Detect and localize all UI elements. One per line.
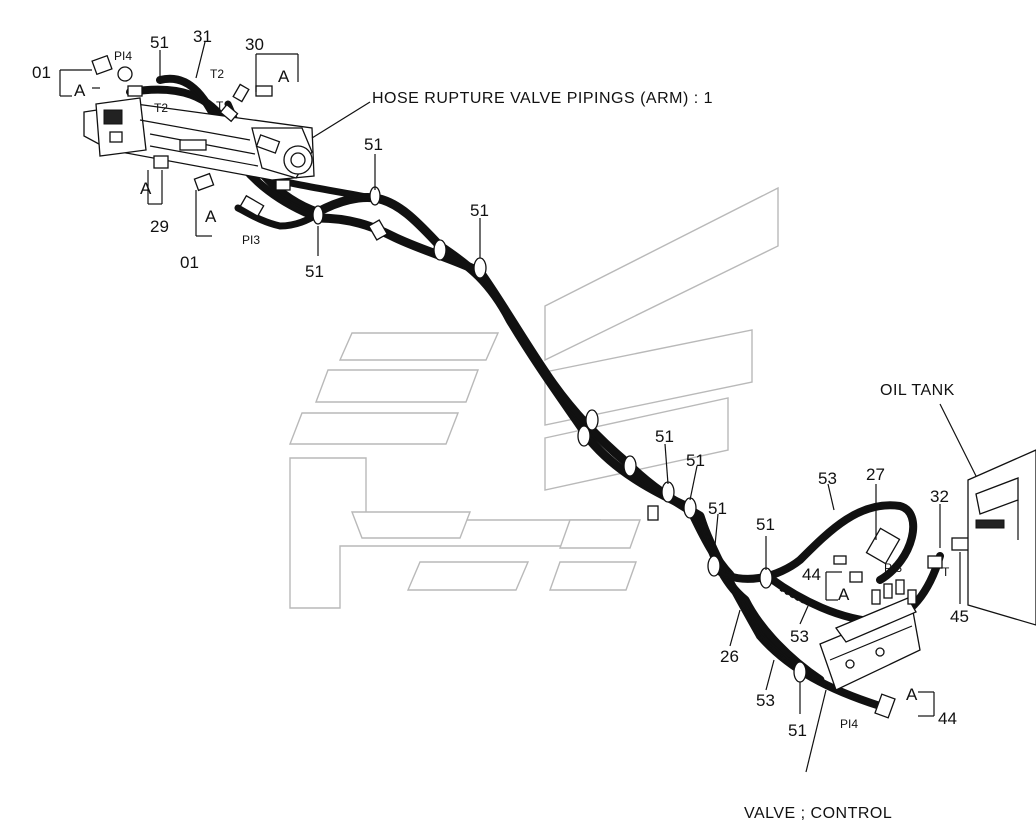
oil-tank-label: OIL TANK bbox=[880, 382, 955, 399]
watermark-logo bbox=[288, 186, 779, 609]
detail-marker-a-2: A bbox=[278, 67, 290, 86]
part-number-51-h: 51 bbox=[788, 721, 807, 740]
part-number-30: 30 bbox=[245, 35, 264, 54]
port-label-pi3-lower: PI3 bbox=[884, 561, 902, 575]
part-number-53-b: 53 bbox=[790, 627, 809, 646]
fittings-upper bbox=[91, 54, 291, 218]
diagram-title: HOSE RUPTURE VALVE PIPINGS (ARM) : 1 bbox=[372, 90, 713, 107]
detail-marker-a-3: A bbox=[140, 179, 152, 198]
part-number-01-bottom: 01 bbox=[180, 253, 199, 272]
part-number-53-a: 53 bbox=[818, 469, 837, 488]
port-label-t-top: T bbox=[216, 99, 224, 113]
port-label-pi3-top: PI3 bbox=[242, 233, 260, 247]
part-number-27: 27 bbox=[866, 465, 885, 484]
part-number-44-upper: 44 bbox=[802, 565, 821, 584]
hose-rupture-valve bbox=[83, 97, 315, 181]
leader-lines bbox=[59, 41, 977, 773]
part-number-32: 32 bbox=[930, 487, 949, 506]
part-number-51-e: 51 bbox=[686, 451, 705, 470]
part-number-51-a: 51 bbox=[364, 135, 383, 154]
part-number-45: 45 bbox=[950, 607, 969, 626]
detail-marker-a-6: A bbox=[906, 685, 918, 704]
part-number-53-c: 53 bbox=[756, 691, 775, 710]
detail-marker-a-1: A bbox=[74, 81, 86, 100]
part-number-51-d: 51 bbox=[655, 427, 674, 446]
part-number-51-f: 51 bbox=[708, 499, 727, 518]
part-number-51-top: 51 bbox=[150, 33, 169, 52]
part-number-51-b: 51 bbox=[305, 262, 324, 281]
port-label-pi4-top: PI4 bbox=[114, 49, 132, 63]
port-label-t2-top: T2 bbox=[210, 67, 224, 81]
part-number-44-lower: 44 bbox=[938, 709, 957, 728]
part-number-31: 31 bbox=[193, 27, 212, 46]
port-label-t-lower: T bbox=[942, 565, 950, 579]
control-valve bbox=[819, 527, 971, 719]
port-label-t2-mid: T2 bbox=[154, 101, 168, 115]
labels: HOSE RUPTURE VALVE PIPINGS (ARM) : 1 OIL… bbox=[32, 27, 969, 822]
control-valve-label: VALVE ; CONTROL bbox=[744, 805, 892, 822]
part-number-26: 26 bbox=[720, 647, 739, 666]
part-number-51-c: 51 bbox=[470, 201, 489, 220]
oil-tank bbox=[967, 449, 1036, 626]
part-number-29: 29 bbox=[150, 217, 169, 236]
part-number-01-top: 01 bbox=[32, 63, 51, 82]
detail-marker-a-4: A bbox=[205, 207, 217, 226]
port-label-pi4-lower: PI4 bbox=[840, 717, 858, 731]
detail-marker-a-5: A bbox=[838, 585, 850, 604]
part-number-51-g: 51 bbox=[756, 515, 775, 534]
